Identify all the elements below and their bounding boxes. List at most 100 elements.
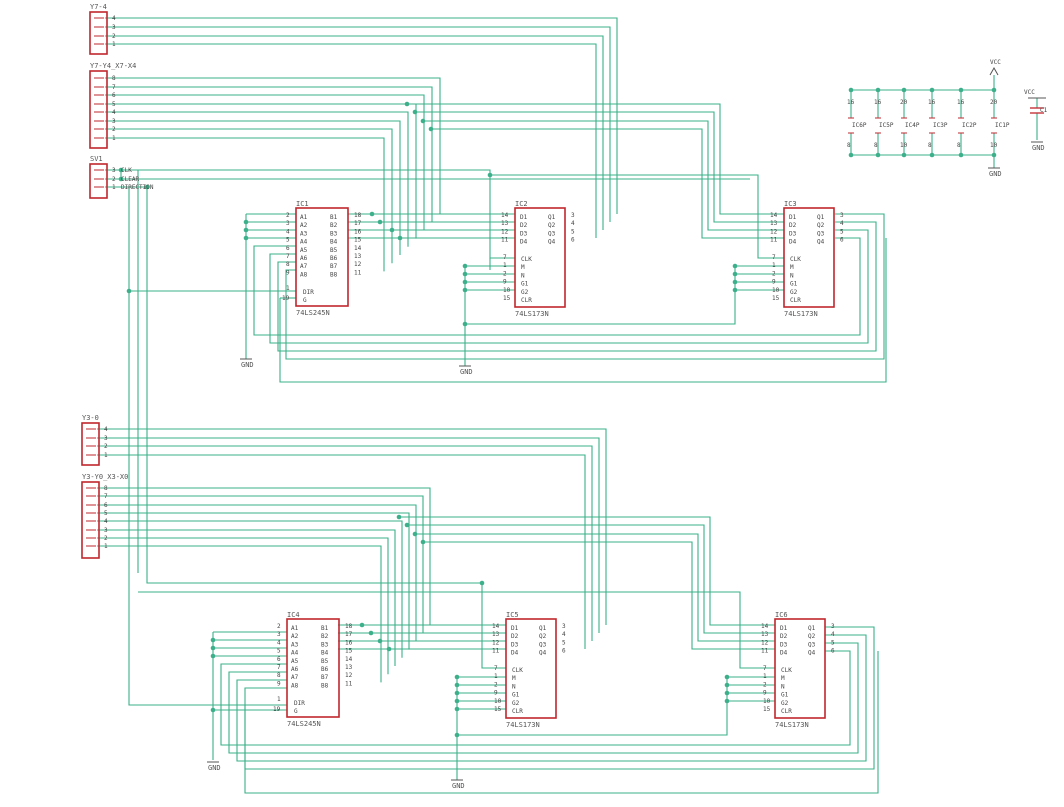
ic-part-number: 74LS173N xyxy=(775,721,809,729)
wire xyxy=(220,650,851,746)
connector-name: Y3-0 xyxy=(82,414,99,422)
ic-body xyxy=(505,618,557,719)
wire xyxy=(97,495,424,634)
ic-pin-number: 10 xyxy=(763,698,771,705)
ic-pin-label: G1 xyxy=(512,692,520,699)
junction-dot xyxy=(958,152,964,158)
ic-pin-number: 12 xyxy=(345,672,353,679)
junction-dot xyxy=(243,219,249,225)
junction-dot xyxy=(118,167,124,173)
power-pin-number: 8 xyxy=(874,142,878,149)
ic-pin-number: 10 xyxy=(494,698,502,705)
ic-pin-label: Q4 xyxy=(817,239,825,246)
ic-pin-label: G2 xyxy=(790,289,798,296)
vcc-label: VCC xyxy=(1024,89,1035,96)
wire xyxy=(138,591,775,669)
junction-dot xyxy=(732,287,738,293)
junction-dot xyxy=(369,211,375,217)
junction-dot xyxy=(462,263,468,269)
ic-pin-label: B4 xyxy=(330,239,338,246)
ic-pin-label: B3 xyxy=(330,230,338,237)
ic-pin-label: B2 xyxy=(321,633,329,640)
ic-body xyxy=(286,618,340,718)
junction-dot xyxy=(929,152,935,158)
junction-dot xyxy=(243,227,249,233)
connector-pin-number: 4 xyxy=(104,518,108,525)
ic-pin-label: D4 xyxy=(780,650,788,657)
ic-pin-number: 9 xyxy=(503,279,507,286)
wire xyxy=(97,520,403,658)
ic-pin-label: B4 xyxy=(321,650,329,657)
ic-pin-label: Q2 xyxy=(817,222,825,229)
connector-body xyxy=(81,481,100,559)
ic-pin-number: 12 xyxy=(761,639,769,646)
ic-pin-number: 12 xyxy=(770,228,778,235)
junction-dot xyxy=(875,152,881,158)
ic-pin-label: Q2 xyxy=(539,633,547,640)
ic-pin-label: A5 xyxy=(300,247,308,254)
ic-pin-label: D4 xyxy=(520,239,528,246)
wire xyxy=(97,537,389,675)
gnd-label-cap: GND xyxy=(1032,144,1045,152)
ic-pin-number: 4 xyxy=(277,639,281,646)
sv1-signal-label: CLEAR xyxy=(121,176,139,183)
junction-dot xyxy=(404,101,410,107)
ic-pin-label: B5 xyxy=(321,658,329,665)
wire xyxy=(228,642,859,754)
connector-pin-number: 2 xyxy=(112,33,116,40)
connector-pin-number: 6 xyxy=(112,92,116,99)
wire xyxy=(105,26,611,222)
wire xyxy=(97,545,382,683)
ic-pin-label: M xyxy=(790,264,794,271)
junction-dot xyxy=(479,580,485,586)
ic-pin-label: B8 xyxy=(321,682,329,689)
ic-reference: IC2 xyxy=(515,200,528,208)
ic-pin-number: 2 xyxy=(772,270,776,277)
wire xyxy=(269,229,869,344)
ic-pin-label: CLK xyxy=(781,667,792,674)
connector-pin-number: 7 xyxy=(112,84,116,91)
ic-pin-number: 8 xyxy=(286,261,290,268)
ic-pin-label: G1 xyxy=(521,281,529,288)
ic-pin-label: B3 xyxy=(321,641,329,648)
ic-pin-label: D1 xyxy=(780,625,788,632)
junction-dot xyxy=(454,706,460,712)
ic-pin-label: A8 xyxy=(300,271,308,278)
wire xyxy=(481,583,506,669)
ic-pin-label: A7 xyxy=(291,674,299,681)
junction-dot xyxy=(454,674,460,680)
connector-name: Y3-Y0_X3-X0 xyxy=(82,473,128,481)
wire xyxy=(244,626,875,770)
ic-pin-label: A8 xyxy=(291,682,299,689)
ic-pin-label: DIR xyxy=(294,700,305,707)
wire xyxy=(423,541,775,650)
wire xyxy=(465,266,736,325)
ic-pin-label: Q2 xyxy=(548,222,556,229)
wire xyxy=(128,291,287,706)
ic-pin-label: D2 xyxy=(511,633,519,640)
ic-pin-label: D3 xyxy=(780,641,788,648)
ic-pin-label: G2 xyxy=(781,700,789,707)
ic-pin-label: M xyxy=(512,675,516,682)
capacitor-label: C1 xyxy=(1040,107,1048,114)
wire-layer xyxy=(97,17,1038,794)
ic-pin-number: 1 xyxy=(277,696,281,703)
ic-pin-number: 3 xyxy=(286,220,290,227)
ic-pin-label: N xyxy=(781,683,785,690)
ic-pin-number: 14 xyxy=(761,623,769,630)
ic-pin-number: 13 xyxy=(354,253,362,260)
wire xyxy=(244,651,879,794)
ic-pin-number: 14 xyxy=(345,656,353,663)
junction-dot xyxy=(848,87,854,93)
ic-part-number: 74LS173N xyxy=(784,310,818,318)
ic-pin-number: 5 xyxy=(840,228,844,235)
connector-pin-number: 1 xyxy=(104,452,108,459)
wire xyxy=(128,187,296,292)
ic-pin-number: 1 xyxy=(772,262,776,269)
power-pin-number: 16 xyxy=(874,99,882,106)
ic-pin-number: 12 xyxy=(354,261,362,268)
power-pin-number: 20 xyxy=(900,99,908,106)
junction-dot xyxy=(389,227,395,233)
ic-pin-number: 9 xyxy=(494,690,498,697)
vcc-label: VCC xyxy=(990,59,1001,66)
